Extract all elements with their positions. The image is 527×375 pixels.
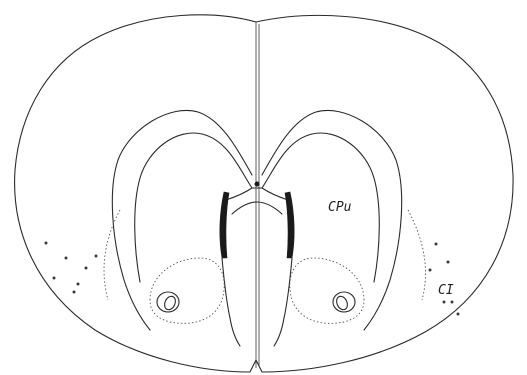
cell-dots-right [429,243,460,316]
midline-marker [255,182,259,186]
corpus-callosum-left-inner [135,133,252,282]
cell-dots-left [45,242,98,294]
lateral-ventricle-right [285,192,294,258]
brain-outline [15,15,514,372]
striatum-right-boundary [274,258,292,346]
septum-lower [232,202,282,214]
label-ci: CI [438,283,454,298]
claustrum-right-line [408,210,426,300]
corpus-callosum-right-inner [262,133,379,282]
lateral-ventricle-left [220,192,229,258]
corpus-callosum-left [112,110,252,330]
nucleus-accumbens-right [290,258,364,323]
corpus-callosum-right [262,110,402,330]
striatum-left-boundary [222,258,240,346]
label-cpu: CPu [328,200,352,215]
nucleus-accumbens-left [150,258,224,323]
septum [226,188,288,200]
